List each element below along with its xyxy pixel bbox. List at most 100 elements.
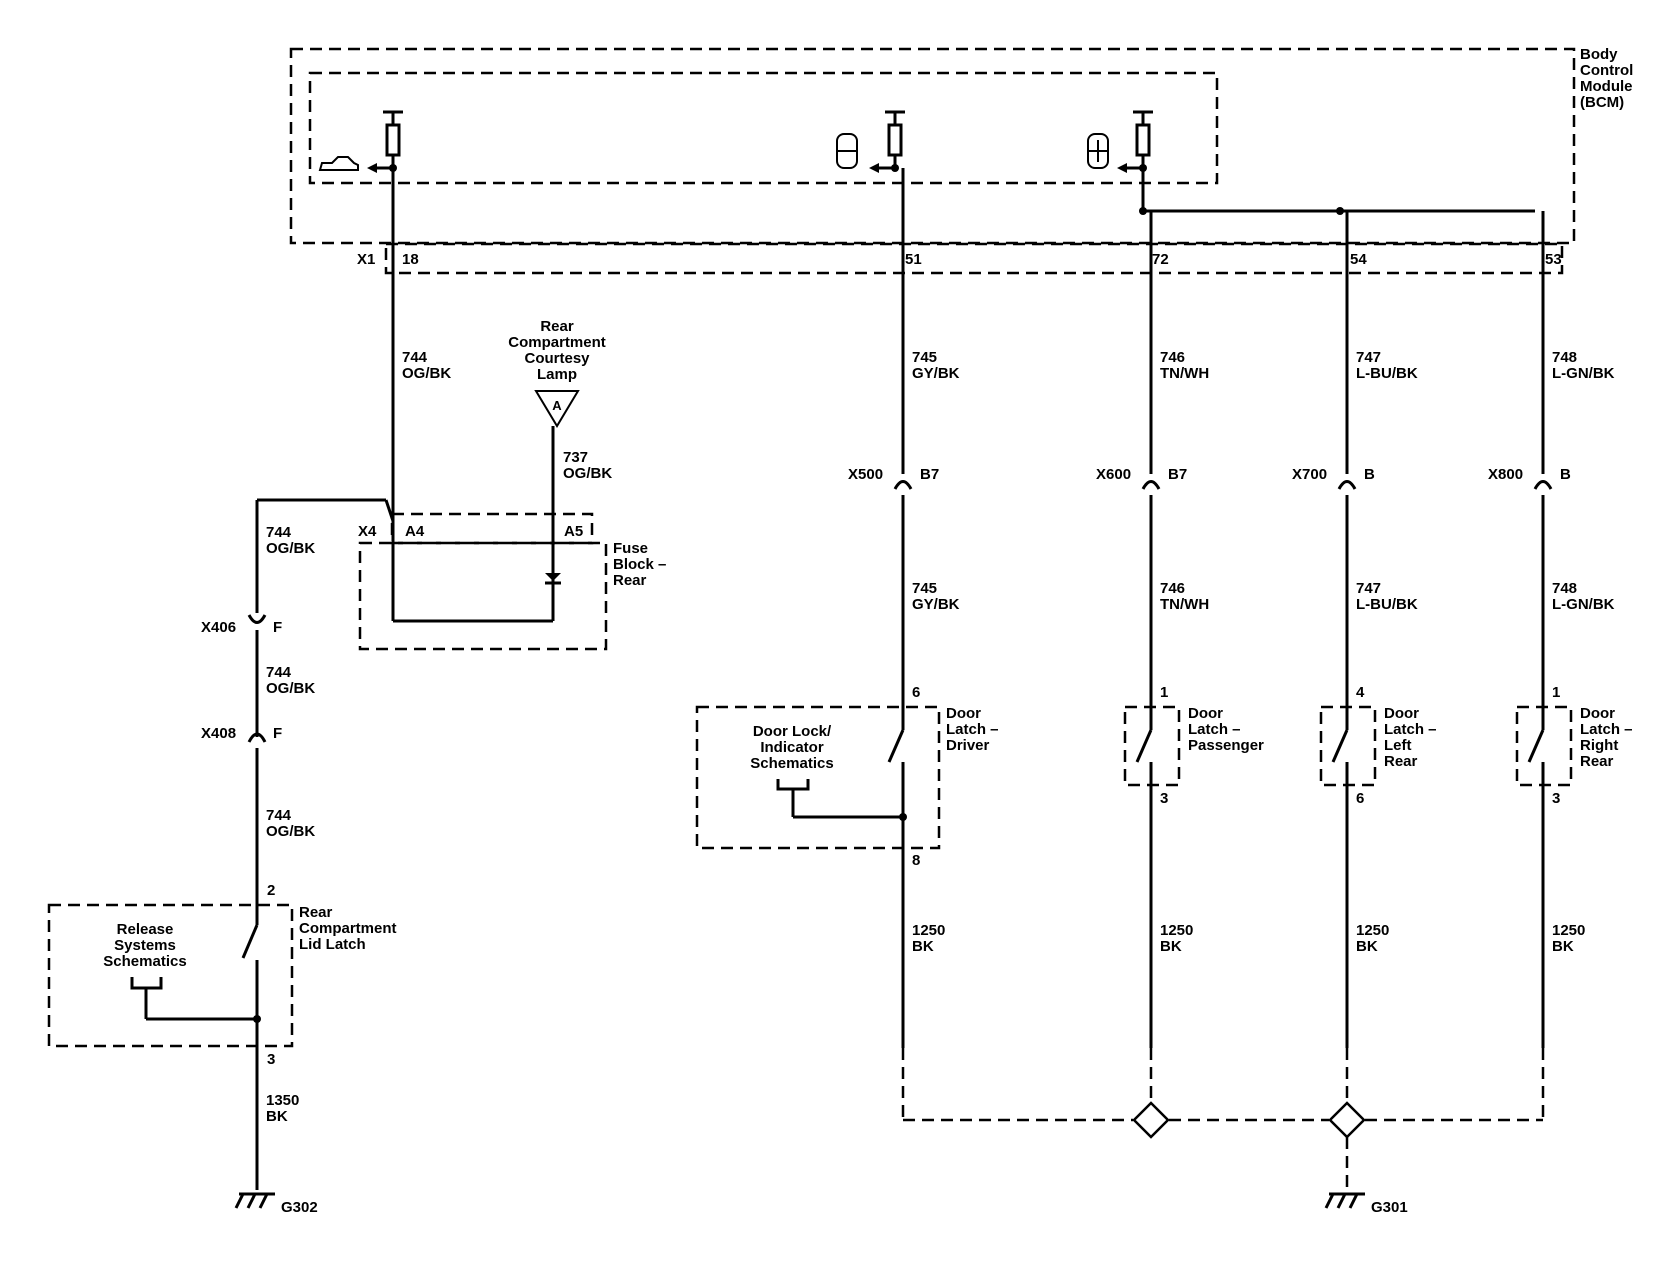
x406-label: X406 [201,619,236,636]
left-rear-ground-circuit: 1250 [1356,922,1389,939]
inline-connector-x700: X700 B [1292,466,1375,730]
g302-label: G302 [281,1199,318,1216]
right-rear-ground-color: BK [1552,938,1574,955]
x700-label: X700 [1292,466,1327,483]
trunk-icon [318,156,359,171]
ground-g301: G301 [1324,1192,1408,1216]
ground-g302: G302 [234,1192,318,1216]
circuit-737-color: OG/BK [563,465,612,482]
g301-label: G301 [1371,1199,1408,1216]
circuit-744-branch-number: 744 [266,524,292,541]
circuit-745-lower-number: 745 [912,580,937,597]
x408-pin: F [273,725,282,742]
x500-label: X500 [848,466,883,483]
passenger-pin-bottom: 3 [1160,790,1168,807]
driver-label-2: Latch – [946,721,999,738]
fuse-block-connector: X4 [358,523,377,540]
fuse-block-pin-a5: A5 [564,523,583,540]
fuse-block-label-2: Block – [613,556,666,573]
circuit-744-branch-color: OG/BK [266,540,315,557]
circuit-748-lower-number: 748 [1552,580,1577,597]
right-rear-ground-circuit: 1250 [1552,922,1585,939]
door-lock-ref-2: Indicator [760,739,824,756]
left-rear-label-2: Latch – [1384,721,1437,738]
release-ref-1: Release [117,921,174,938]
passenger-ground-color: BK [1160,938,1182,955]
driver-ground-circuit: 1250 [912,922,945,939]
lamp-label-1: Rear [540,318,574,335]
circuit-745-color: GY/BK [912,365,960,382]
bcm-pin-54: 54 [1350,251,1367,268]
rear-latch-label-2: Compartment [299,920,397,937]
bcm-pin-53: 53 [1545,251,1562,268]
inline-connector-x600: X600 B7 [1096,466,1187,730]
circuit-746-lower-number: 746 [1160,580,1185,597]
circuit-745-number: 745 [912,349,937,366]
bcm-output-72 [1087,110,1153,173]
right-rear-label-1: Door [1580,705,1615,722]
bcm-pin-72: 72 [1152,251,1169,268]
inline-connector-x408: X408 F [201,725,282,925]
bcm-output-51 [836,110,905,173]
door-lock-ref-3: Schematics [750,755,833,772]
bcm-label-3: Module [1580,78,1633,95]
x800-pin: B [1560,466,1571,483]
x406-pin: F [273,619,282,636]
circuit-744-x408-number: 744 [266,807,292,824]
right-rear-label-2: Latch – [1580,721,1633,738]
left-rear-pin-top: 4 [1356,684,1365,701]
x500-pin: B7 [920,466,939,483]
circuit-748-lower-color: L-GN/BK [1552,596,1615,613]
circuit-746-lower-color: TN/WH [1160,596,1209,613]
circuit-747-number: 747 [1356,349,1381,366]
bcm-label-1: Body [1580,46,1618,63]
driver-label-3: Driver [946,737,990,754]
right-rear-pin-bottom: 3 [1552,790,1560,807]
release-ref-3: Schematics [103,953,186,970]
circuit-745-lower-color: GY/BK [912,596,960,613]
rear-lid-latch: 2 Rear Compartment Lid Latch Release Sys… [47,882,397,1190]
x700-pin: B [1364,466,1375,483]
circuit-747-lower-color: L-BU/BK [1356,596,1418,613]
bcm-module: Body Control Module (BCM) X1 [289,46,1633,275]
door-latch-driver: 6 Door Latch – Driver Door Lock/ Indicat… [695,684,999,1048]
ground-bus [901,1048,1545,1192]
rear-latch-label-3: Lid Latch [299,936,366,953]
inline-connector-x500: X500 B7 [848,466,939,730]
circuit-744-x406-color: OG/BK [266,680,315,697]
x600-pin: B7 [1168,466,1187,483]
doors-icon [1087,133,1109,169]
bcm-connector-label: X1 [357,251,375,268]
bcm-output-18 [318,110,403,173]
right-rear-label-3: Right [1580,737,1618,754]
courtesy-lamp: Rear Compartment Courtesy Lamp A [508,318,606,428]
left-rear-label-1: Door [1384,705,1419,722]
circuit-1350-color: BK [266,1108,288,1125]
circuit-744-x406-number: 744 [266,664,292,681]
driver-door-icon [836,133,858,169]
circuit-744-color: OG/BK [402,365,451,382]
x408-label: X408 [201,725,236,742]
passenger-pin-top: 1 [1160,684,1168,701]
circuit-744-x408-color: OG/BK [266,823,315,840]
door-lock-ref-1: Door Lock/ [753,723,832,740]
left-rear-label-4: Rear [1384,753,1418,770]
lamp-label-2: Compartment [508,334,606,351]
bcm-pin-51: 51 [905,251,922,268]
right-rear-pin-top: 1 [1552,684,1560,701]
circuit-746-number: 746 [1160,349,1185,366]
passenger-label-3: Passenger [1188,737,1264,754]
bcm-pin-18: 18 [402,251,419,268]
bcm-label-4: (BCM) [1580,94,1624,111]
door-latch-left-rear: 4 Door Latch – Left Rear 6 [1319,684,1437,1048]
bcm-label-2: Control [1580,62,1633,79]
left-rear-pin-bottom: 6 [1356,790,1364,807]
door-latch-passenger: 1 Door Latch – Passenger 3 [1123,684,1264,1048]
left-rear-ground-color: BK [1356,938,1378,955]
circuit-747-lower-number: 747 [1356,580,1381,597]
fuse-block-pin-a4: A4 [405,523,425,540]
release-ref-2: Systems [114,937,176,954]
passenger-ground-circuit: 1250 [1160,922,1193,939]
x600-label: X600 [1096,466,1131,483]
